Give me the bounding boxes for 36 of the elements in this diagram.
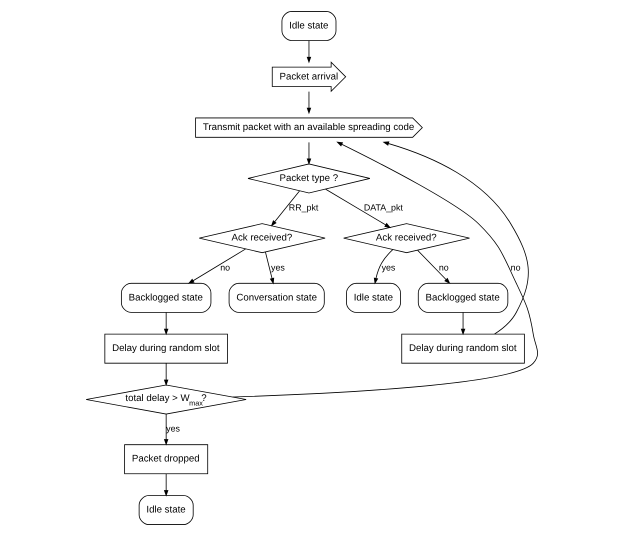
arrow (416, 250, 450, 284)
node-box: Packet dropped (124, 444, 208, 474)
edge-label: RR_pkt (288, 202, 318, 213)
arrow (187, 248, 246, 284)
arrow (270, 190, 300, 227)
node-box: Delay during random slot (104, 334, 228, 364)
arrow (306, 91, 311, 114)
node-box: Idle state (281, 11, 336, 41)
node-diamond: Ack received? (198, 223, 325, 254)
edge-label: no (220, 262, 230, 272)
node-diamond: Packet type ? (247, 164, 370, 194)
node-box: Conversation state (228, 282, 324, 313)
edge-label: yes (270, 262, 284, 272)
node-box: Backlogged state (417, 282, 508, 313)
node-box: Idle state (138, 495, 194, 525)
node-box: Backlogged state (120, 282, 211, 313)
arrow (163, 474, 168, 497)
edge-label: yes (381, 262, 395, 272)
edge-label: no (510, 262, 520, 272)
arrow (373, 249, 393, 284)
edge-label: yes (166, 424, 180, 434)
arrow (264, 252, 274, 284)
arrow (460, 312, 465, 336)
node-diamond: total delay > W$_{max}$? (85, 384, 246, 414)
edge-label: DATA_pkt (363, 202, 402, 213)
arrow (232, 142, 538, 398)
arrow (306, 142, 311, 166)
arrow (163, 363, 168, 386)
node-box: Delay during random slot (400, 334, 524, 364)
node-box: Idle state (346, 282, 400, 313)
arrow (163, 414, 168, 446)
edge-label: no (438, 262, 448, 272)
arrow (382, 141, 528, 334)
arrow (324, 188, 390, 228)
arrow (306, 40, 311, 64)
arrow (163, 312, 168, 336)
